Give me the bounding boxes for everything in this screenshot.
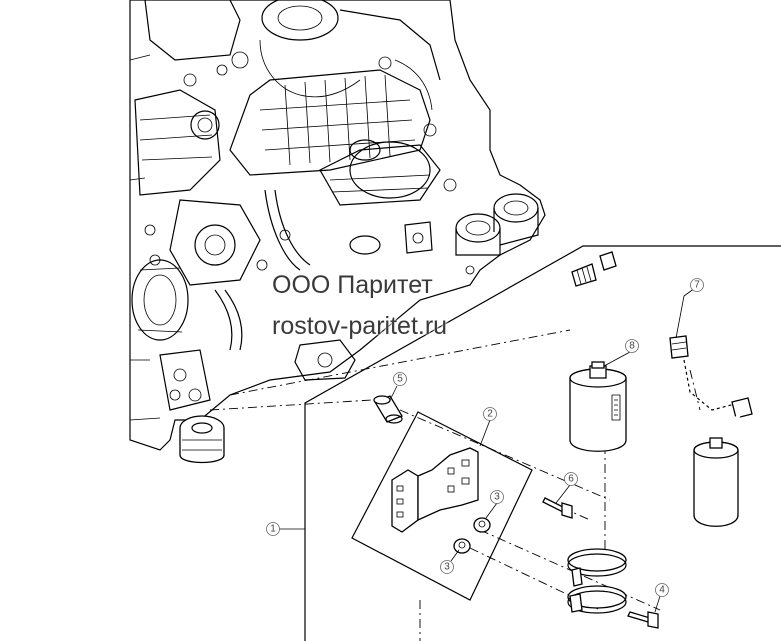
callout-1-label: 1 [270,524,276,535]
callout-4-label: 4 [659,585,665,596]
removed-drier [683,359,753,527]
callout-2-label: 2 [487,409,493,420]
callout-7: 7 [690,278,704,292]
callout-3-upper-label: 3 [494,492,500,503]
nut-upper [473,517,491,533]
callout-1: 1 [266,522,280,536]
nut-lower [453,538,471,554]
clamp-band-upper [567,548,627,587]
receiver-drier [569,361,627,452]
kit-frame [304,245,781,641]
bolt-lower [627,611,659,629]
callout-3-upper: 3 [490,490,504,504]
watermark-company: ООО Паритет [272,271,433,299]
callout-8: 8 [625,339,639,353]
callout-7-label: 7 [694,280,700,291]
clamp-band-lower [567,585,627,614]
mounting-bracket [351,411,533,601]
callout-3-lower-label: 3 [444,562,450,573]
callout-5-label: 5 [397,374,403,385]
callout-5: 5 [393,372,407,386]
spacer-sleeve [373,395,403,424]
callout-2: 2 [483,407,497,421]
callout-3-lower: 3 [440,560,454,574]
callout-8-label: 8 [629,341,635,352]
hose-assembly [571,251,689,359]
callout-6: 6 [564,472,578,486]
watermark-website: rostov-paritet.ru [272,312,448,340]
callout-4: 4 [655,583,669,597]
leader-lines [279,287,696,613]
bolt-upper [542,497,573,519]
engine-assembly [129,0,546,464]
callout-6-label: 6 [568,474,574,485]
